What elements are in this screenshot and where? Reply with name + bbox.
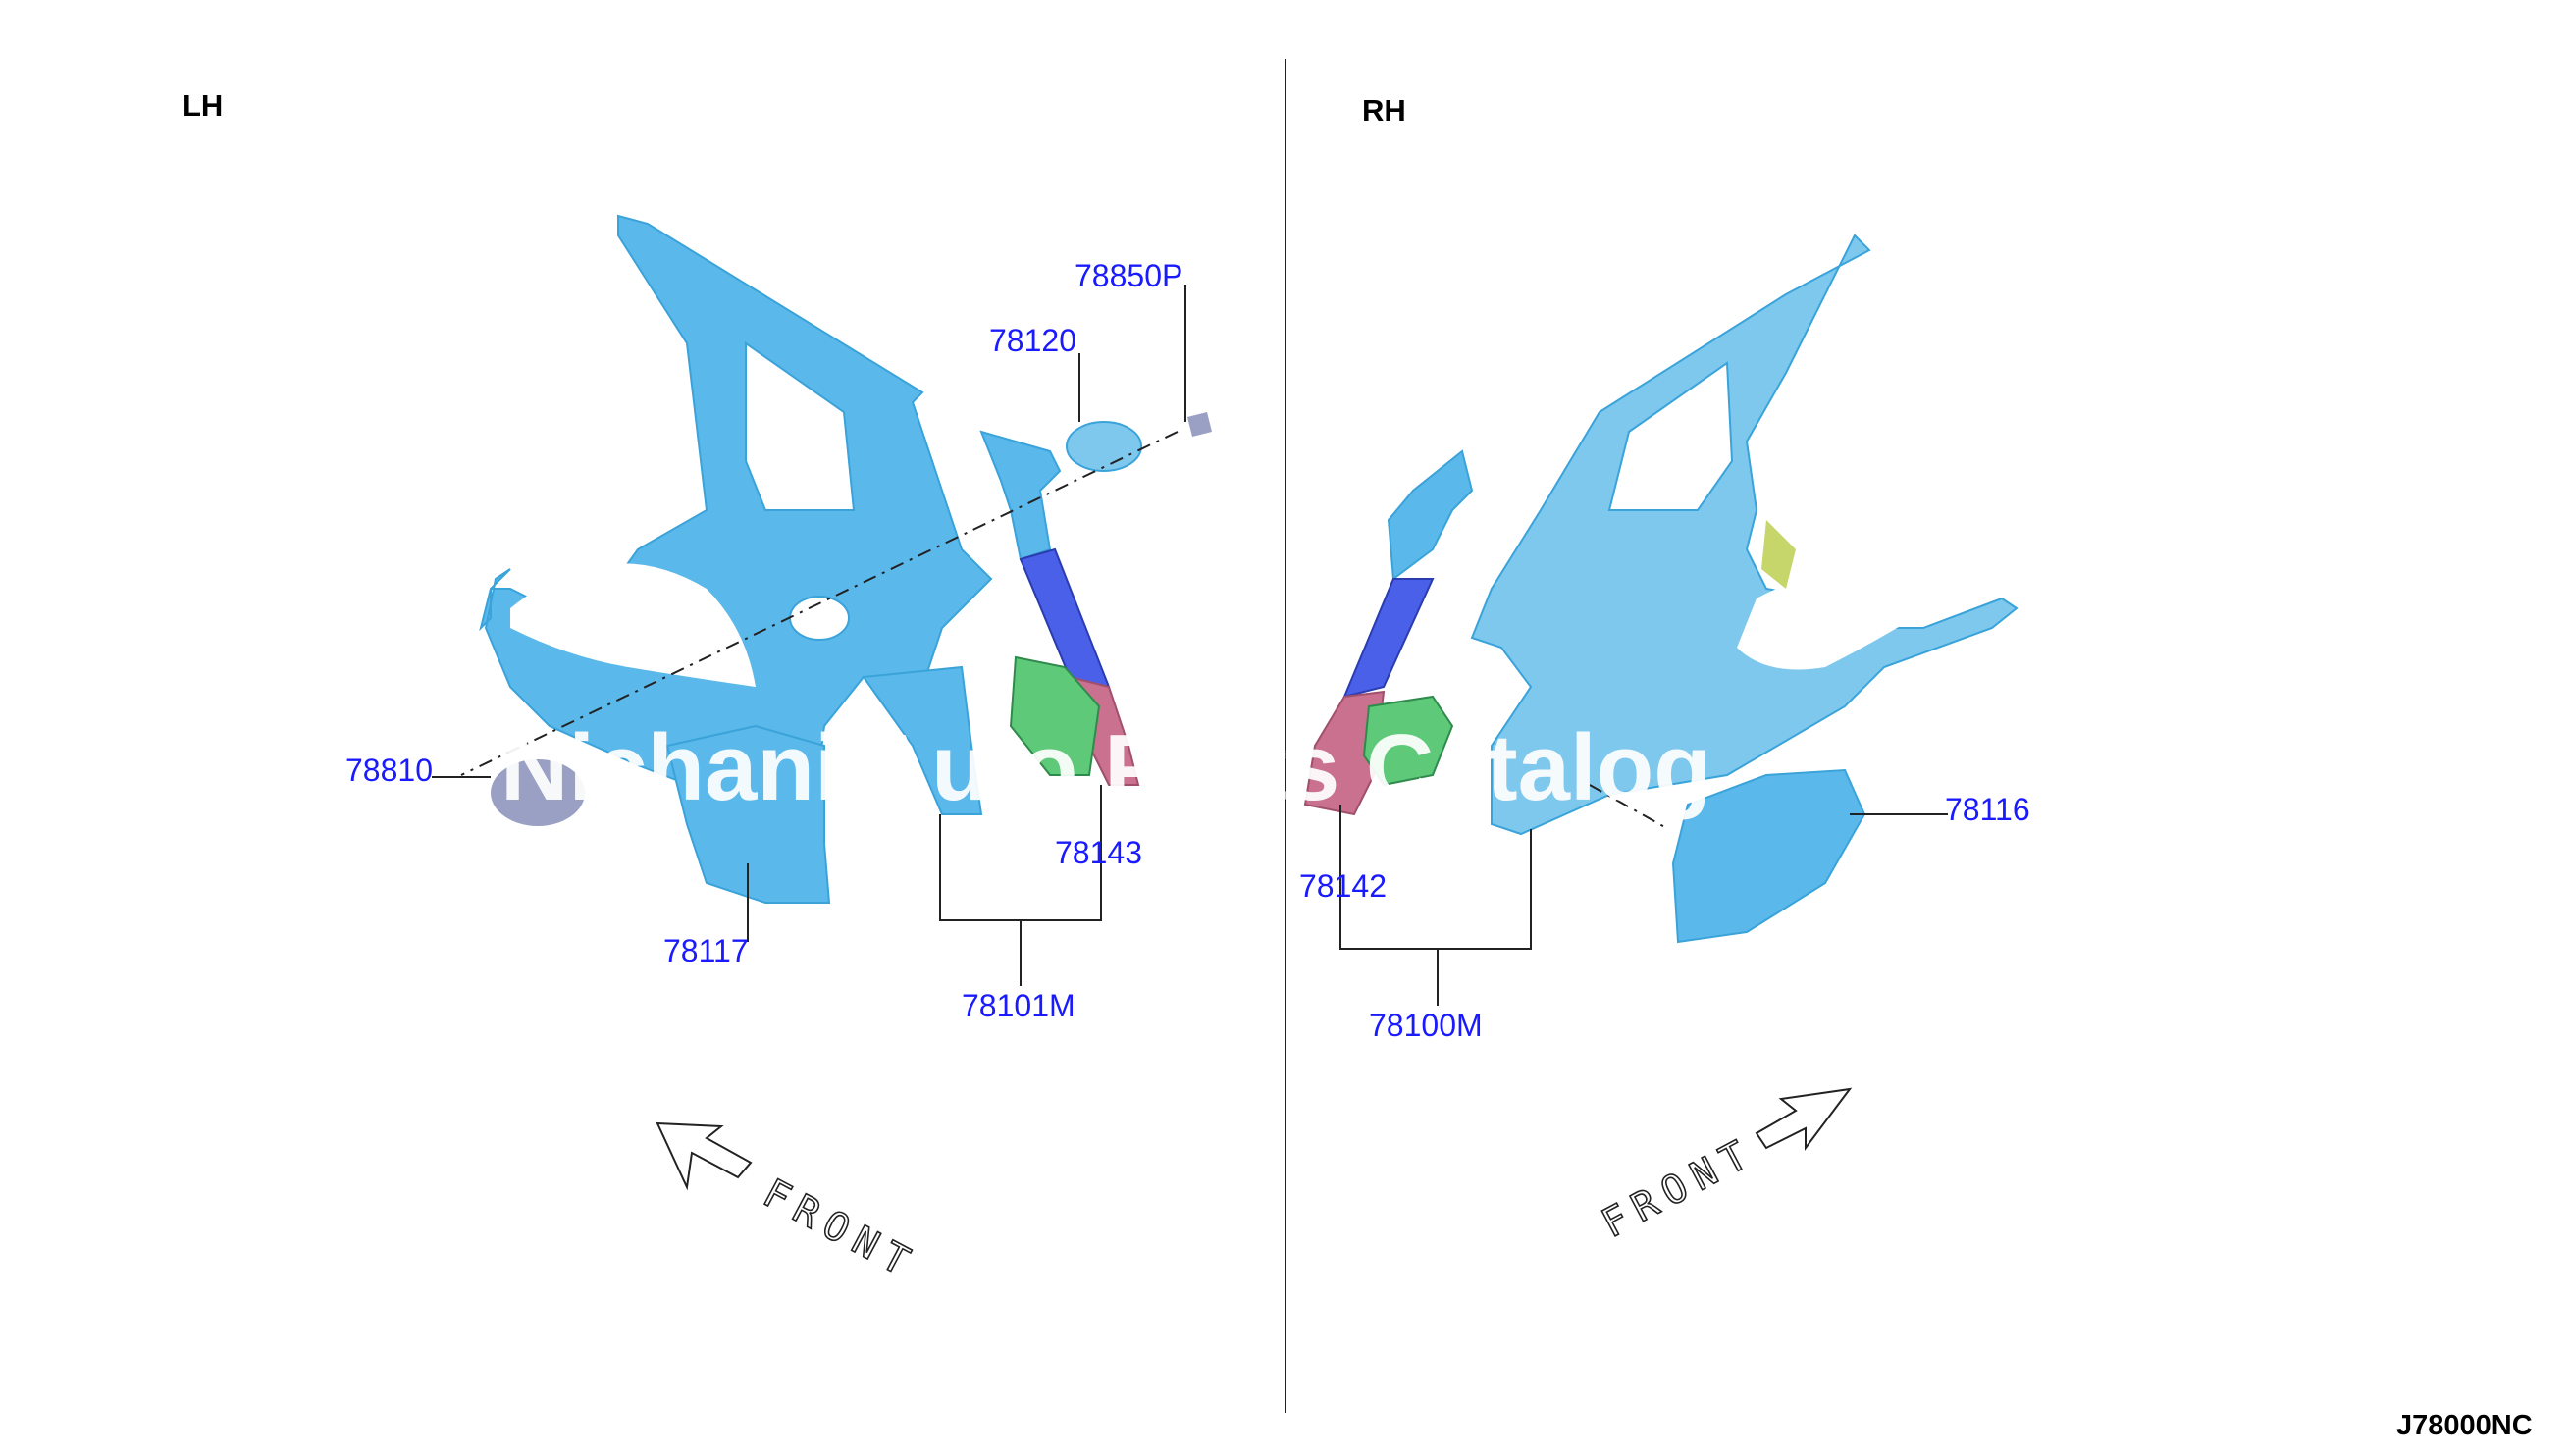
rh-inner-wheelhouse[interactable] <box>1671 768 1866 944</box>
lh-front-arrow <box>656 1121 753 1191</box>
rh-pillar-lower[interactable] <box>1303 690 1386 816</box>
lh-wheel-arch <box>510 563 756 687</box>
rh-wheel-arch <box>1737 578 1914 670</box>
lh-inner-wheelhouse[interactable] <box>665 724 831 904</box>
label-78143[interactable]: 78143 <box>1055 835 1142 870</box>
rh-pillar-upper[interactable] <box>1387 449 1474 581</box>
rh-bracket[interactable] <box>1362 695 1454 787</box>
lh-clip[interactable] <box>1187 412 1212 437</box>
rh-quarter-panel[interactable] <box>1470 234 2019 836</box>
lh-front-label: FRONT <box>756 1170 924 1289</box>
leader-78100M <box>1339 829 1532 950</box>
rh-label: RH <box>1362 93 1406 128</box>
label-78101M[interactable]: 78101M <box>962 988 1075 1023</box>
label-78116[interactable]: 78116 <box>1945 792 2030 827</box>
rh-highlight-area <box>1761 520 1796 589</box>
rh-front-label: FRONT <box>1595 1128 1763 1247</box>
lh-bracket[interactable] <box>1009 655 1101 776</box>
lh-alignment-line <box>460 431 1179 776</box>
lh-assembly: 78850P 78120 78810 78143 78117 78101M FR… <box>345 214 1212 1290</box>
label-78850P[interactable]: 78850P <box>1075 258 1182 293</box>
diagram-code: J78000NC <box>2396 1410 2533 1441</box>
lh-wheelhouse-outer[interactable] <box>862 665 983 815</box>
watermark: Nichani Auto Parts Catalog <box>500 715 1711 820</box>
lh-label: LH <box>183 88 223 123</box>
rh-window-opening <box>1607 361 1734 511</box>
lh-pillar-upper[interactable] <box>979 430 1062 561</box>
lh-fuel-lid[interactable] <box>491 759 585 826</box>
label-78120[interactable]: 78120 <box>989 323 1076 358</box>
lh-fuel-pocket[interactable] <box>1066 421 1142 472</box>
lh-window-opening <box>745 341 856 511</box>
rh-pillar[interactable] <box>1342 578 1435 699</box>
label-78142[interactable]: 78142 <box>1299 868 1387 904</box>
label-78810[interactable]: 78810 <box>345 753 433 788</box>
label-78100M[interactable]: 78100M <box>1369 1008 1483 1043</box>
rh-front-arrow <box>1755 1087 1853 1151</box>
label-78117[interactable]: 78117 <box>663 933 749 968</box>
